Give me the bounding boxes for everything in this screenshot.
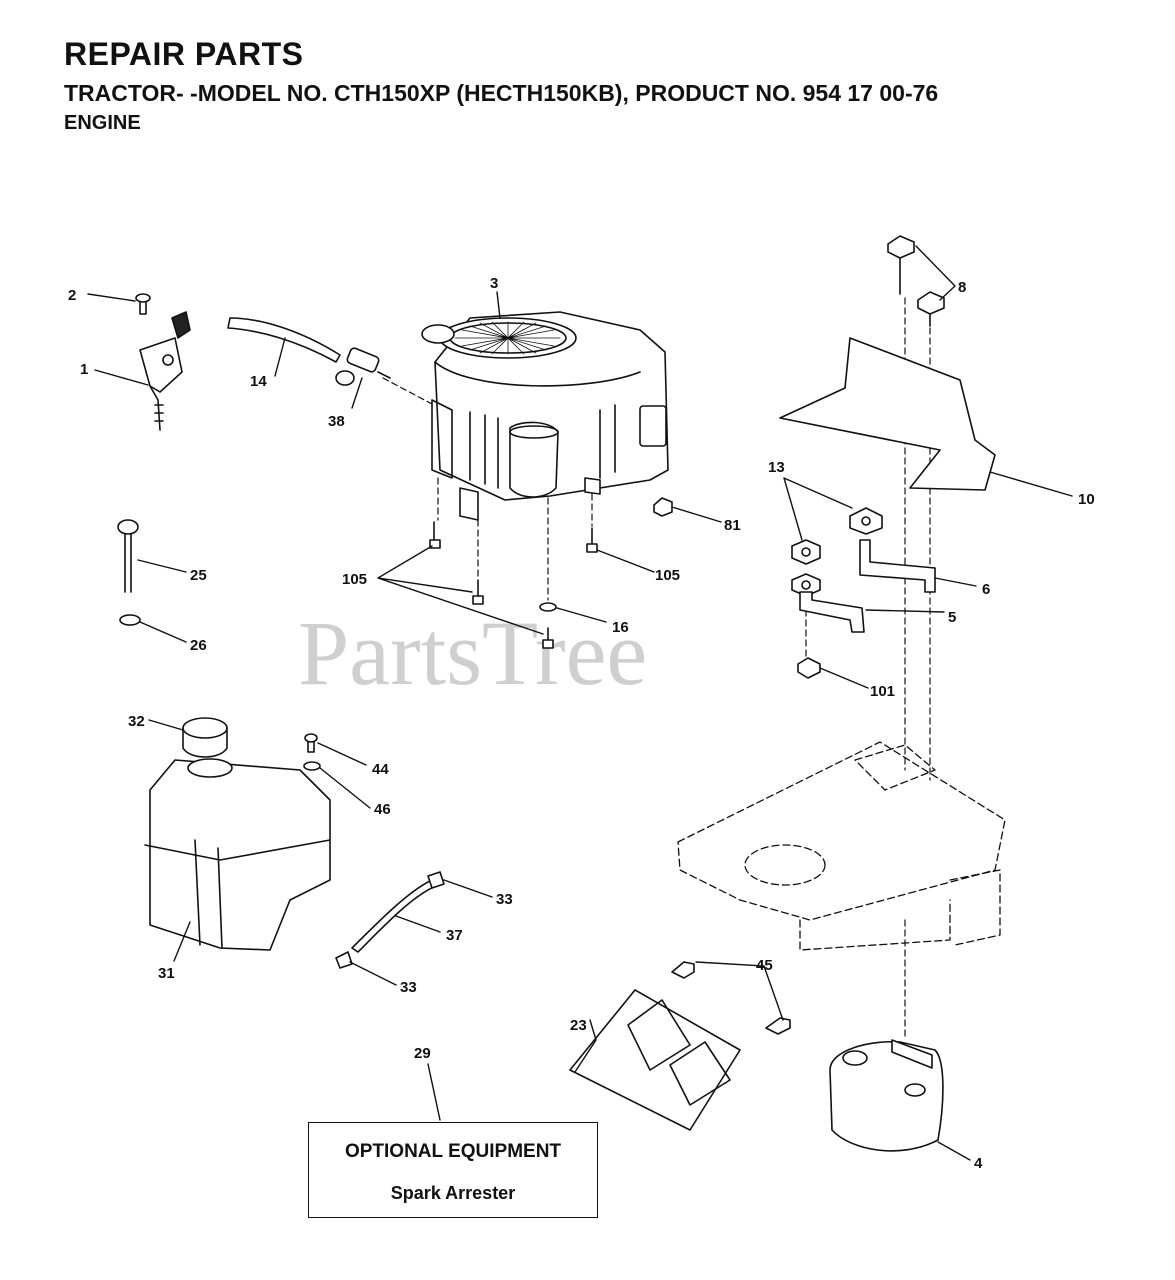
callout-33-upper: 33 (496, 891, 513, 908)
callout-32: 32 (128, 713, 145, 730)
optional-equipment-box: OPTIONAL EQUIPMENT Spark Arrester (308, 1122, 598, 1218)
callout-23: 23 (570, 1017, 587, 1034)
dipstick-seal (119, 614, 141, 626)
fuel-hose (351, 879, 437, 953)
nut-part-101 (797, 657, 821, 679)
callout-5: 5 (948, 609, 956, 626)
washer-part-16 (539, 602, 557, 612)
hose-clamp-upper (427, 871, 445, 889)
callout-16: 16 (612, 619, 629, 636)
shield-plate-bolts (671, 961, 791, 1035)
engine-mounting-bolt-rear (542, 627, 554, 649)
fuel-line (227, 317, 341, 363)
nut-part-81 (653, 497, 673, 517)
muffler (829, 1039, 944, 1152)
oil-dipstick (117, 519, 139, 593)
callout-105-left: 105 (342, 571, 367, 588)
fuel-filter (335, 347, 391, 386)
callout-26: 26 (190, 637, 207, 654)
fuel-tank (144, 758, 331, 951)
callout-8: 8 (958, 279, 966, 296)
callout-46: 46 (374, 801, 391, 818)
model-subtitle: TRACTOR- -MODEL NO. CTH150XP (HECTH150KB… (64, 80, 939, 106)
engine-mounting-bolt-left (429, 521, 441, 549)
tank-screw (304, 733, 318, 753)
callout-37: 37 (446, 927, 463, 944)
callout-6: 6 (982, 581, 990, 598)
callout-2: 2 (68, 287, 76, 304)
callout-31: 31 (158, 965, 175, 982)
shield-plate (569, 989, 741, 1131)
callout-10: 10 (1078, 491, 1095, 508)
exhaust-gaskets (791, 507, 883, 597)
engine-assembly (421, 311, 669, 521)
callout-45: 45 (756, 957, 773, 974)
callout-81: 81 (724, 517, 741, 534)
callout-105-right: 105 (655, 567, 680, 584)
callout-101: 101 (870, 683, 895, 700)
callout-1: 1 (80, 361, 88, 378)
tractor-frame (677, 741, 1006, 951)
screw-part-2 (135, 293, 151, 315)
callout-44: 44 (372, 761, 389, 778)
page-title: REPAIR PARTS (64, 36, 304, 72)
optional-equipment-title: OPTIONAL EQUIPMENT (344, 1141, 562, 1162)
optional-equipment-item: Spark Arrester (390, 1183, 516, 1203)
callout-13: 13 (768, 459, 785, 476)
leader-lines (87, 245, 1073, 1161)
callout-4: 4 (974, 1155, 983, 1172)
engine-mounting-bolt-right (586, 527, 598, 553)
engine-mounting-bolt-center (472, 579, 484, 605)
callout-33-lower: 33 (400, 979, 417, 996)
hose-clamp-lower (335, 951, 353, 969)
callout-25: 25 (190, 567, 207, 584)
watermark: PartsTree (298, 602, 647, 704)
callout-3: 3 (490, 275, 498, 292)
callout-38: 38 (328, 413, 345, 430)
heat-shield (779, 337, 996, 491)
fuel-cap (182, 717, 228, 758)
exhaust-pipe-6 (859, 539, 936, 593)
callout-labels: 2 1 3 14 38 81 105 105 16 8 10 13 6 5 10… (68, 275, 1095, 1172)
tank-washer (303, 761, 321, 771)
throttle-control-bracket (139, 311, 191, 431)
exhaust-pipe-5 (799, 591, 865, 633)
section-label: ENGINE (64, 112, 141, 134)
callout-14: 14 (250, 373, 267, 390)
callout-29: 29 (414, 1045, 431, 1062)
shield-bolts (887, 235, 945, 327)
